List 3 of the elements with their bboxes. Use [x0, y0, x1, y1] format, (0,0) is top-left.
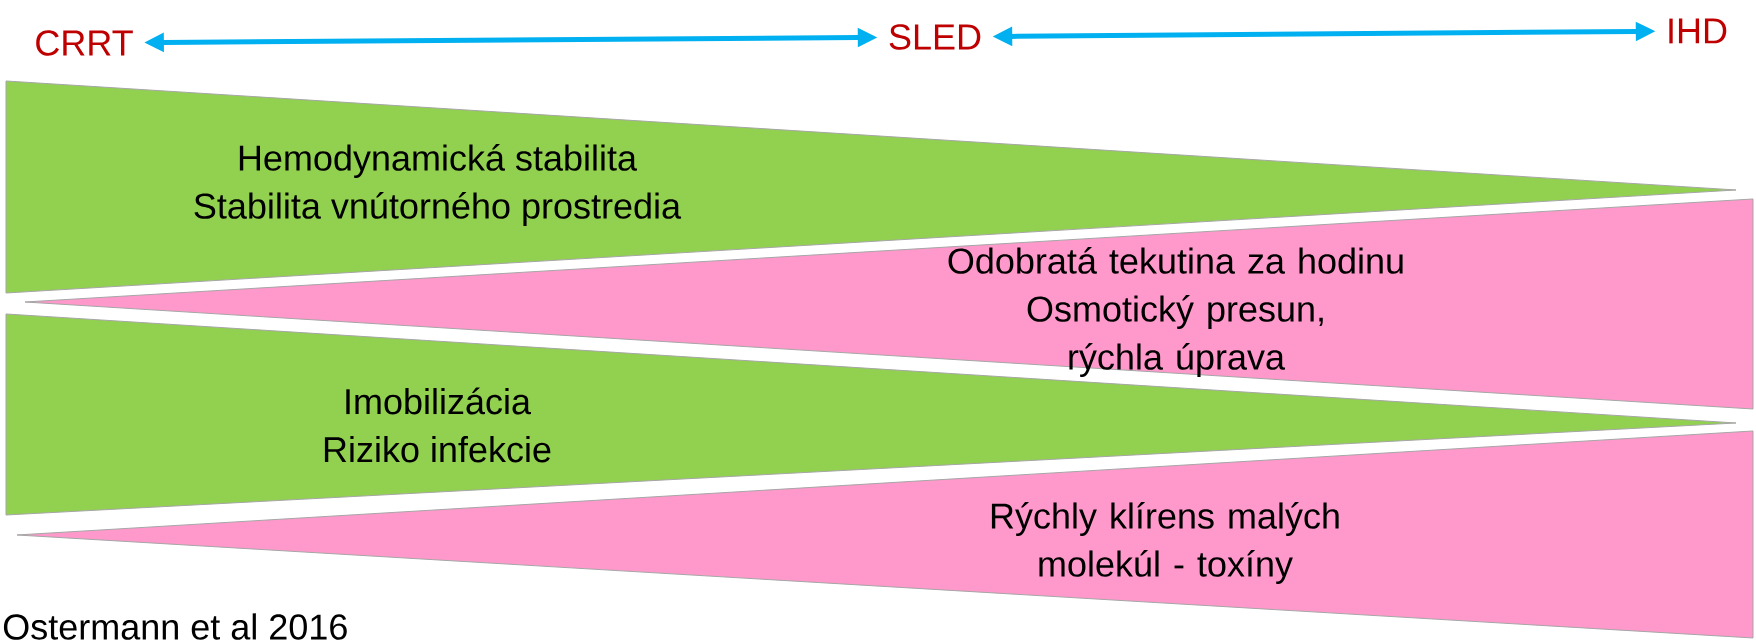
method-label: SLED	[889, 24, 981, 50]
method-label: CRRT	[36, 30, 133, 56]
method-label: IHD	[1669, 18, 1727, 44]
